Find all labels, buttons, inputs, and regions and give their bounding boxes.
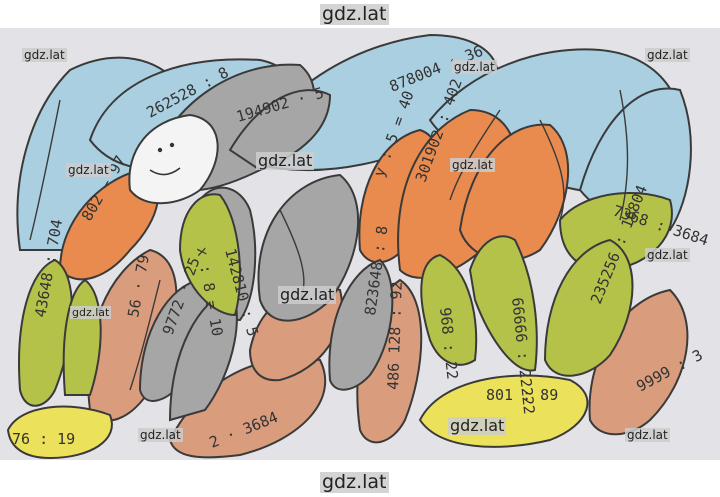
yellow-leaf — [6, 405, 113, 460]
gray-leaf — [257, 173, 360, 322]
watermark: gdz.lat — [645, 248, 690, 262]
watermark: gdz.lat — [278, 285, 337, 304]
watermark: gdz.lat — [138, 428, 183, 442]
watermark: gdz.lat — [70, 306, 112, 319]
green-leaf — [468, 235, 538, 372]
watermark-top: gdz.lat — [320, 3, 389, 25]
watermark: gdz.lat — [256, 151, 315, 170]
watermark: gdz.lat — [450, 158, 495, 172]
watermark: gdz.lat — [66, 163, 111, 177]
watermark: gdz.lat — [645, 48, 690, 62]
watermark: gdz.lat — [22, 48, 67, 62]
gray-leaf — [328, 258, 394, 391]
white-leaf — [128, 113, 219, 205]
face — [149, 142, 181, 176]
expression-label: 486 128 : 92 — [384, 281, 406, 390]
green-leaf — [420, 253, 478, 366]
watermark-bottom: gdz.lat — [320, 471, 389, 493]
expression-label: 76 : 19 — [12, 430, 75, 448]
salmon-leaf — [168, 357, 327, 459]
watermark: gdz.lat — [625, 428, 670, 442]
green-leaf — [18, 258, 73, 407]
green-leaf — [543, 238, 634, 377]
leaf-veins — [29, 89, 629, 391]
expression-label: 801 : 89 — [486, 386, 558, 404]
watermark: gdz.lat — [448, 416, 507, 435]
watermark: gdz.lat — [452, 60, 497, 74]
green-leaf — [178, 193, 241, 317]
